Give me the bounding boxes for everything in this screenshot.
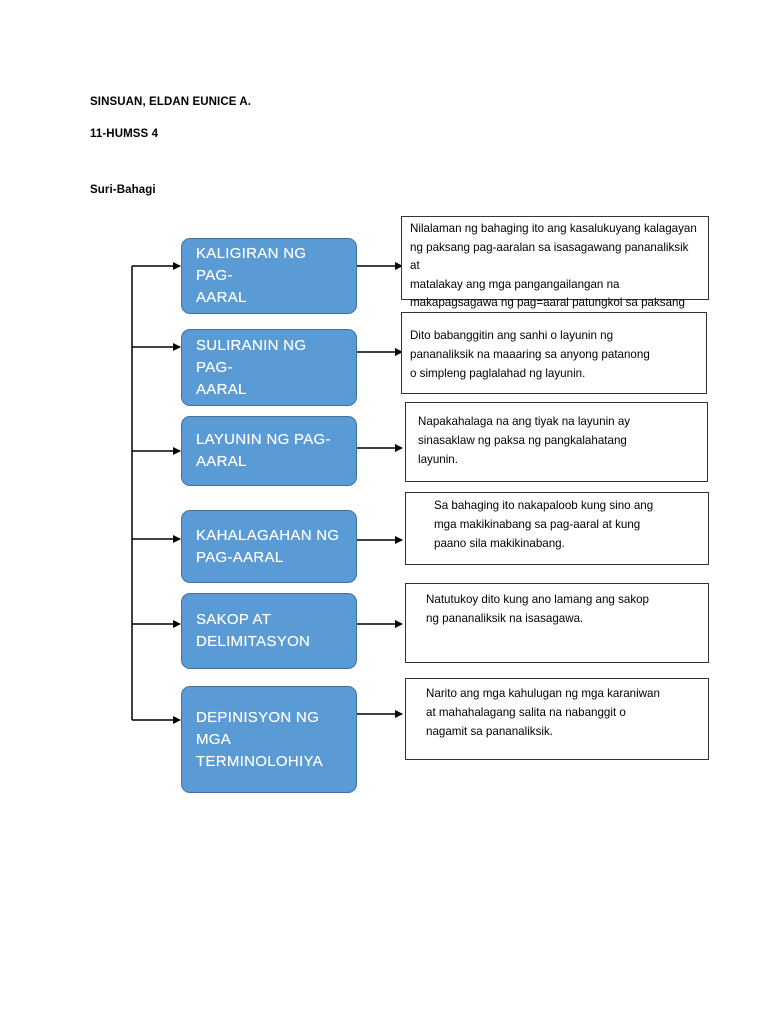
student-name: SINSUAN, ELDAN EUNICE A. <box>90 96 252 108</box>
description-text: Nilalaman ng bahaging ito ang kasalukuya… <box>410 222 697 328</box>
description-box-kahalagahan: Sa bahaging ito nakapaloob kung sino ang… <box>405 492 709 565</box>
section-label: DEPINISYON NG MGA TERMINOLOHIYA <box>196 708 323 770</box>
description-box-layunin: Napakahalaga na ang tiyak na layunin ay … <box>405 402 708 482</box>
section-box-depinisyon: DEPINISYON NG MGA TERMINOLOHIYA <box>181 686 357 793</box>
section-box-kaligiran: KALIGIRAN NG PAG- AARAL <box>181 238 357 314</box>
section-label: SAKOP AT DELIMITASYON <box>196 611 311 650</box>
section-box-kahalagahan: KAHALAGAHAN NG PAG-AARAL <box>181 510 357 583</box>
student-section: 11-HUMSS 4 <box>90 128 159 140</box>
section-label: KAHALAGAHAN NG PAG-AARAL <box>196 526 340 566</box>
description-text: Natutukoy dito kung ano lamang ang sakop… <box>426 593 650 625</box>
diagram-title: Suri-Bahagi <box>90 184 156 196</box>
section-box-sakop: SAKOP AT DELIMITASYON <box>181 593 357 669</box>
description-box-depinisyon: Narito ang mga kahulugan ng mga karaniwa… <box>405 678 709 760</box>
description-box-kaligiran: Nilalaman ng bahaging ito ang kasalukuya… <box>401 216 709 328</box>
section-box-layunin: LAYUNIN NG PAG- AARAL <box>181 416 357 486</box>
description-text: Napakahalaga na ang tiyak na layunin ay … <box>418 415 631 466</box>
section-box-suliranin: SULIRANIN NG PAG- AARAL <box>181 329 357 406</box>
section-label: SULIRANIN NG PAG- AARAL <box>196 336 307 398</box>
description-box-sakop: Natutukoy dito kung ano lamang ang sakop… <box>405 583 709 663</box>
description-text: Narito ang mga kahulugan ng mga karaniwa… <box>426 687 660 738</box>
description-text: Sa bahaging ito nakapaloob kung sino ang… <box>434 499 654 550</box>
section-label: LAYUNIN NG PAG- AARAL <box>196 431 331 470</box>
description-text: Dito babanggitin ang sanhi o layunin ng … <box>410 329 650 380</box>
description-box-suliranin: Dito babanggitin ang sanhi o layunin ng … <box>401 312 707 394</box>
section-label: KALIGIRAN NG PAG- AARAL <box>196 245 307 306</box>
